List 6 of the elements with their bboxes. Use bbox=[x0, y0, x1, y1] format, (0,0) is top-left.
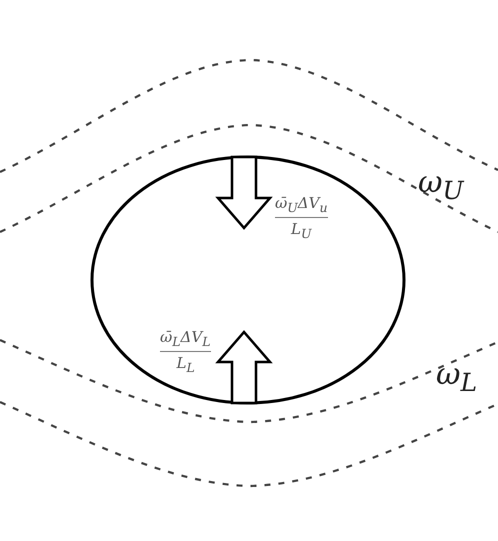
numerator-label: ω̄$_{U}$ΔV$_{u}$ bbox=[275, 196, 328, 214]
denominator-label: L$_{U}$ bbox=[291, 222, 312, 240]
numerator-label: ω̄$_{L}$ΔV$_{L}$ bbox=[160, 330, 211, 348]
symbol-label: ω$_{L}$ bbox=[436, 360, 478, 395]
symbol-label: ω$_{U}$ bbox=[418, 168, 464, 203]
denominator-label: L$_{L}$ bbox=[176, 356, 195, 374]
